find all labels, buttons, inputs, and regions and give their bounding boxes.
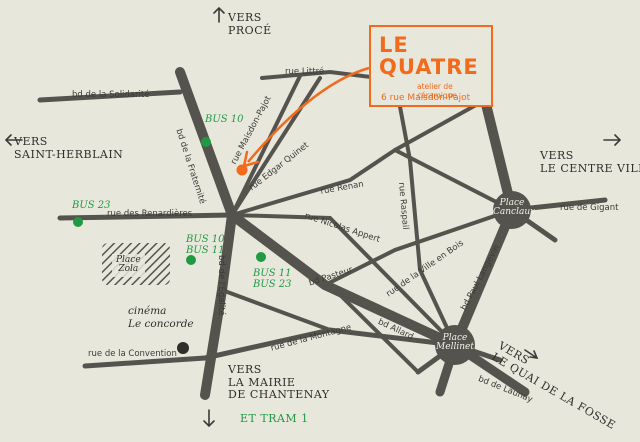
road-raspail <box>393 78 457 347</box>
cinema-dot <box>177 342 189 354</box>
road-renan <box>230 148 397 217</box>
pointer-line-icon <box>247 66 370 163</box>
arrow-up-proce <box>213 6 225 23</box>
street-littre: rue Littré <box>285 67 325 77</box>
road-convention <box>82 355 208 369</box>
arrow-quai <box>524 349 539 359</box>
direction-tram: ET TRAM 1 <box>240 412 309 425</box>
road-renardieres <box>57 212 235 221</box>
bus-stop-icon <box>186 255 196 265</box>
road-ville-en-bois <box>323 208 514 287</box>
road-egalite-link <box>220 288 332 332</box>
road-diag-upper <box>393 98 487 152</box>
arrow-down-chantenay <box>203 409 215 428</box>
bus-label-10-top: BUS 10 <box>205 114 244 125</box>
pointer-arrowhead-icon <box>242 150 260 168</box>
street-convention: rue de la Convention <box>88 349 177 359</box>
road-bd-langevin <box>450 205 517 350</box>
arrow-left-saint-herblain <box>4 134 23 146</box>
road-solidarite <box>37 89 183 103</box>
bus-stop-icon <box>256 252 266 262</box>
road-edgar-quinet <box>230 76 322 217</box>
street-renardieres: rue des Renardières <box>107 209 193 219</box>
shop-logo-box: LE QUATRE atelier de céramique 6 rue Mai… <box>369 25 493 107</box>
shop-subtitle: atelier de céramique <box>417 82 457 100</box>
bus-stop-icon <box>73 217 83 227</box>
bus-label-23-left: BUS 23 <box>72 200 111 211</box>
place-canclaux-circle <box>493 191 531 229</box>
shop-name-line2: QUATRE <box>379 55 479 80</box>
shop-name-line1: LE <box>379 33 409 57</box>
road-allard <box>328 283 420 374</box>
bus-stop-icon <box>201 137 211 147</box>
street-egalite: bd de l'Égalité <box>216 255 226 316</box>
shop-location-dot <box>236 164 248 176</box>
arrow-right-centre-ville <box>603 134 622 146</box>
place-mellinet-circle <box>435 325 475 365</box>
street-solidarite: bd de la Solidarité <box>72 90 150 100</box>
street-gigant: rue de Gigant <box>560 203 619 213</box>
shop-name: LE QUATRE <box>379 34 479 78</box>
road-nicolas-appert <box>230 213 457 347</box>
shop-address: 6 rue Maisdon-Pajot <box>381 93 471 103</box>
road-maisdon-pajot <box>230 74 302 217</box>
road-canclaux-west <box>393 148 514 212</box>
direction-chantenay: VERS LA MAIRIE DE CHANTENAY <box>228 363 330 402</box>
